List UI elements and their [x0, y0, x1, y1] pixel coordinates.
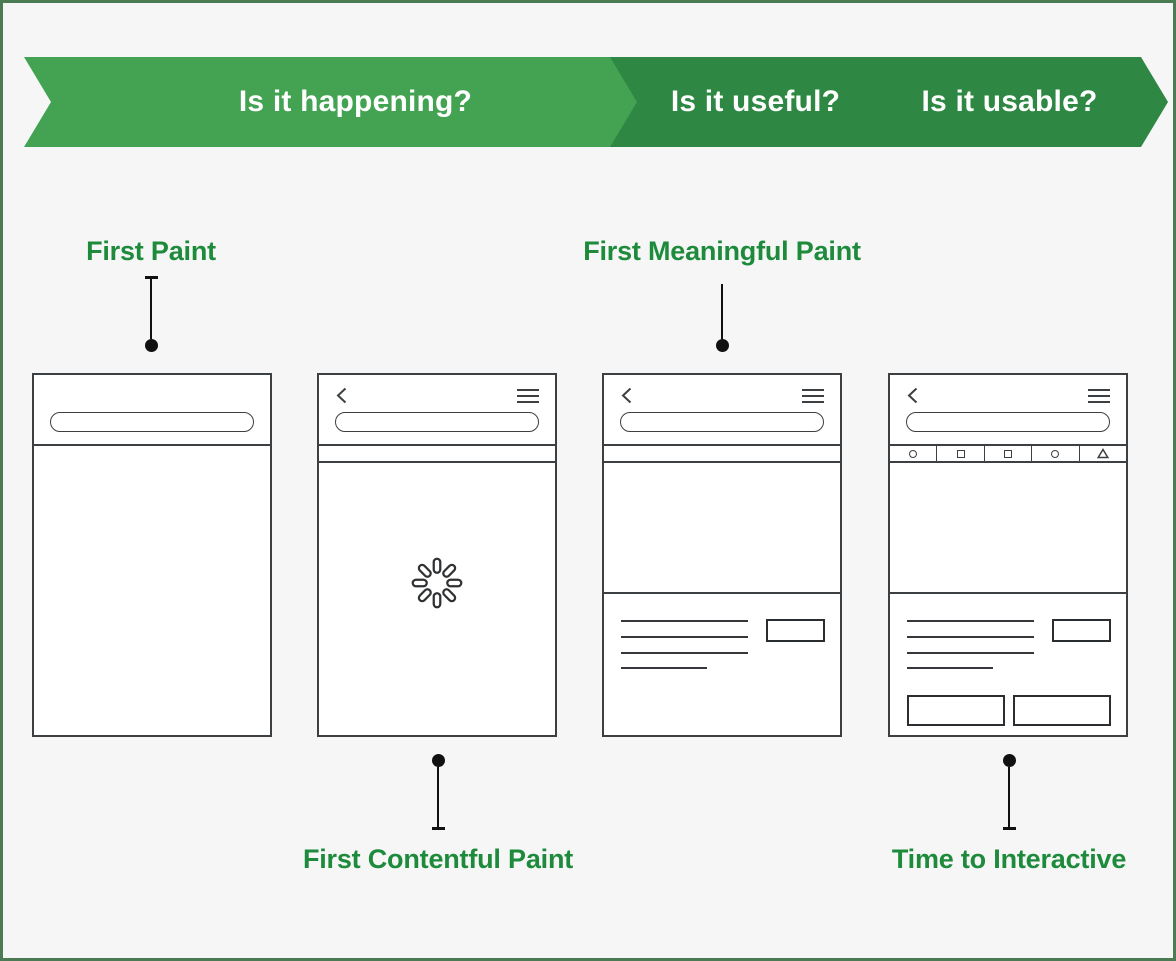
connector-dot [1002, 754, 1016, 767]
toolbar-cell [1080, 446, 1126, 461]
browser-header [604, 375, 840, 446]
text-line-placeholder [621, 652, 748, 654]
banner-segment-usable: Is it usable? [824, 57, 1168, 147]
banner-segment-label: Is it usable? [921, 85, 1098, 118]
back-icon [907, 387, 918, 404]
first-meaningful-paint-connector [715, 284, 729, 352]
back-icon [336, 387, 347, 404]
text-line-placeholder [621, 620, 748, 622]
text-line-placeholder [621, 667, 707, 669]
action-button-placeholder [907, 695, 1005, 726]
url-bar [620, 412, 824, 432]
text-line-placeholder [907, 667, 993, 669]
first-paint-connector [144, 276, 158, 352]
banner-segment-useful: Is it useful? [610, 57, 874, 147]
first-paint-label: First Paint [86, 236, 216, 266]
banner-segment-label: Is it happening? [238, 85, 473, 118]
connector-cap [431, 827, 445, 830]
toolbar-cell [890, 446, 938, 461]
phone-first-paint [32, 373, 272, 737]
empty-toolbar-strip [319, 446, 555, 463]
square-icon [1004, 449, 1013, 458]
first-meaningful-paint-label: First Meaningful Paint [583, 236, 861, 266]
text-line-placeholder [907, 620, 1034, 622]
connector-cap [144, 276, 158, 279]
square-icon [956, 449, 965, 458]
menu-icon [517, 389, 539, 403]
time-to-interactive-connector [1002, 754, 1016, 830]
phone-first-contentful-paint [317, 373, 557, 737]
page-content [890, 594, 1126, 735]
phone-first-meaningful-paint [602, 373, 842, 737]
back-icon [621, 387, 632, 404]
browser-header [890, 375, 1126, 446]
button-placeholder [766, 619, 825, 642]
url-bar [335, 412, 539, 432]
text-line-placeholder [907, 652, 1034, 654]
button-placeholder [1052, 619, 1111, 642]
url-bar [906, 412, 1110, 432]
first-contentful-paint-connector [431, 754, 445, 830]
hero-block [890, 463, 1126, 594]
hero-block [604, 463, 840, 594]
first-contentful-paint-label: First Contentful Paint [302, 844, 574, 874]
connector-line [1007, 767, 1011, 827]
toolbar-cell [985, 446, 1033, 461]
circle-icon [1051, 449, 1060, 458]
browser-header [319, 375, 555, 446]
action-button-placeholder [1013, 695, 1111, 726]
text-line-placeholder [907, 636, 1034, 638]
phone-time-to-interactive [888, 373, 1128, 737]
connector-dot [144, 339, 158, 352]
loading-spinner-icon [411, 557, 463, 609]
triangle-icon [1096, 448, 1109, 459]
menu-icon [802, 389, 824, 403]
empty-toolbar-strip [604, 446, 840, 463]
banner-segment-label: Is it useful? [670, 85, 841, 118]
icon-toolbar [890, 446, 1126, 463]
time-to-interactive-label: Time to Interactive [891, 844, 1127, 874]
connector-cap [1002, 827, 1016, 830]
connector-dot [715, 339, 729, 352]
connector-line [436, 767, 440, 827]
circle-icon [909, 449, 918, 458]
text-line-placeholder [621, 636, 748, 638]
page-content [604, 594, 840, 735]
connector-line [720, 284, 724, 339]
browser-header [34, 375, 270, 446]
toolbar-cell [937, 446, 985, 461]
connector-dot [431, 754, 445, 767]
menu-icon [1088, 389, 1110, 403]
connector-line [149, 279, 153, 339]
url-bar [50, 412, 254, 432]
toolbar-cell [1032, 446, 1080, 461]
banner-segment-happening: Is it happening? [24, 57, 660, 147]
